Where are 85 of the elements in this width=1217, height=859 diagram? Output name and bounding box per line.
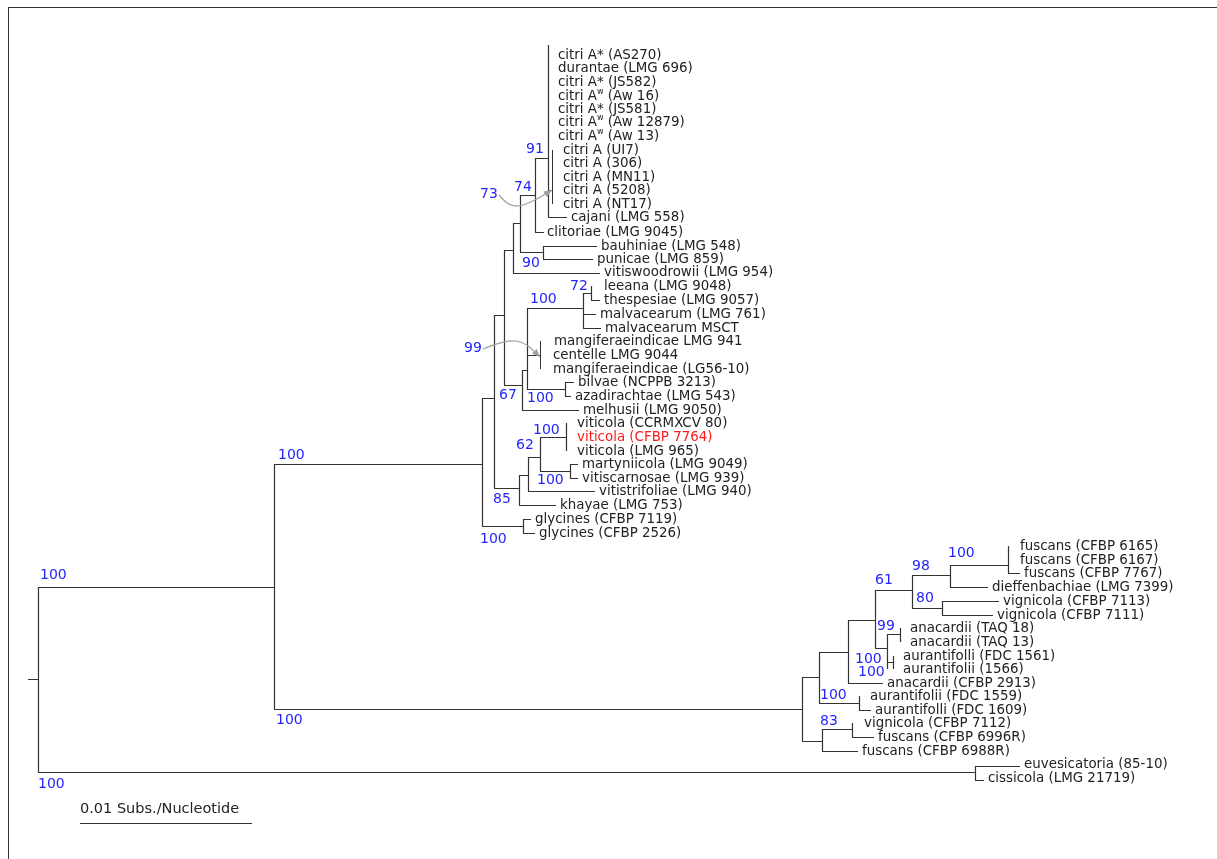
taxon-label: fuscans (CFBP 6988R) xyxy=(862,743,1010,758)
taxon-label: cajani (LMG 558) xyxy=(571,209,685,224)
taxon-label: vitistrifoliae (LMG 940) xyxy=(599,483,752,498)
bootstrap-value: 100 xyxy=(855,651,882,666)
taxon-label: dieffenbachiae (LMG 7399) xyxy=(992,579,1174,594)
taxon-label: anacardii (TAQ 13) xyxy=(910,634,1035,649)
taxon-label: viticola (CCRMXCV 80) xyxy=(577,415,728,430)
bootstrap-value: 74 xyxy=(514,179,532,194)
taxon-label: vitiscarnosae (LMG 939) xyxy=(582,470,745,485)
taxon-label: bilvae (NCPPB 3213) xyxy=(578,374,717,389)
taxon-label: fuscans (CFBP 6996R) xyxy=(878,729,1026,744)
taxon-label: bauhiniae (LMG 548) xyxy=(601,238,741,253)
bootstrap-value: 61 xyxy=(875,572,893,587)
taxon-label: citri A* (JS582) xyxy=(558,74,657,89)
taxon-label: glycines (CFBP 2526) xyxy=(539,525,682,540)
bootstrap-value: 85 xyxy=(493,491,511,506)
taxon-label: malvacearum (LMG 761) xyxy=(600,306,766,321)
taxon-label: citri A* (JS581) xyxy=(558,101,657,116)
bootstrap-value: 100 xyxy=(527,390,554,405)
taxon-label: anacardii (CFBP 2913) xyxy=(887,675,1037,690)
taxon-label: viticola (LMG 965) xyxy=(577,443,699,458)
bootstrap-value: 83 xyxy=(820,713,838,728)
taxon-label: azadirachtae (LMG 543) xyxy=(575,388,736,403)
bootstrap-value: 67 xyxy=(499,387,517,402)
bootstrap-value: 72 xyxy=(570,278,588,293)
taxon-label: euvesicatoria (85-10) xyxy=(1024,756,1168,771)
taxon-label: citri A (UI7) xyxy=(563,142,639,157)
branch-line xyxy=(552,150,554,204)
taxon-label: leeana (LMG 9048) xyxy=(604,278,732,293)
bootstrap-value: 100 xyxy=(480,531,507,546)
taxon-label: cissicola (LMG 21719) xyxy=(988,770,1136,785)
bootstrap-value: 62 xyxy=(516,437,534,452)
bootstrap-value: 100 xyxy=(948,545,975,560)
leader-line xyxy=(482,340,541,357)
taxon-label: citri A (5208) xyxy=(563,182,651,197)
leader-line xyxy=(498,189,553,207)
bootstrap-value: 100 xyxy=(276,712,303,727)
taxon-label: fuscans (CFBP 6165) xyxy=(1020,538,1159,553)
bootstrap-value: 100 xyxy=(537,472,564,487)
taxon-label: aurantifolii (FDC 1559) xyxy=(870,688,1023,703)
taxon-label: glycines (CFBP 7119) xyxy=(535,511,678,526)
taxon-label: punicae (LMG 859) xyxy=(597,251,724,266)
taxon-label: melhusii (LMG 9050) xyxy=(583,402,722,417)
taxon-label: martyniicola (LMG 9049) xyxy=(582,456,748,471)
taxon-label: citri A* (AS270) xyxy=(558,47,662,62)
taxon-label: citri A$^{w}$ (Aw 12879) xyxy=(558,114,685,129)
taxon-label: aurantifolli (FDC 1561) xyxy=(903,648,1056,663)
bootstrap-value: 80 xyxy=(916,590,934,605)
taxon-label: vignicola (CFBP 7111) xyxy=(997,607,1145,622)
taxon-label: centelle LMG 9044 xyxy=(553,347,679,362)
taxon-label: citri A$^{w}$ (Aw 16) xyxy=(558,88,660,103)
bootstrap-value: 100 xyxy=(38,776,65,791)
bootstrap-value: 98 xyxy=(912,558,930,573)
taxon-label: vignicola (CFBP 7112) xyxy=(864,715,1012,730)
bootstrap-value: 100 xyxy=(820,687,847,702)
bootstrap-value: 99 xyxy=(464,340,482,355)
taxon-label: vitiswoodrowii (LMG 954) xyxy=(604,264,774,279)
taxon-label: aurantifolli (FDC 1609) xyxy=(875,702,1028,717)
bootstrap-value: 100 xyxy=(40,567,67,582)
taxon-label: durantae (LMG 696) xyxy=(558,60,693,75)
taxon-label: citri A (MN11) xyxy=(563,169,656,184)
taxon-label: clitoriae (LMG 9045) xyxy=(547,224,684,239)
bootstrap-value: 100 xyxy=(858,664,885,679)
taxon-label: mangiferaeindicae LMG 941 xyxy=(554,333,743,348)
taxon-label: viticola (CFBP 7764) xyxy=(577,429,713,444)
taxon-label: vignicola (CFBP 7113) xyxy=(1003,593,1151,608)
bootstrap-value: 100 xyxy=(530,291,557,306)
taxon-label: citri A$^{w}$ (Aw 13) xyxy=(558,128,660,143)
taxon-label: thespesiae (LMG 9057) xyxy=(604,292,760,307)
taxon-label: fuscans (CFBP 7767) xyxy=(1024,565,1163,580)
taxon-label: mangiferaeindicae (LG56-10) xyxy=(553,361,750,376)
bootstrap-value: 100 xyxy=(533,422,560,437)
taxon-label: aurantifolii (1566) xyxy=(903,661,1024,676)
scale-label: 0.01 Subs./Nucleotide xyxy=(80,801,240,816)
bootstrap-value: 91 xyxy=(526,141,544,156)
bootstrap-value: 99 xyxy=(877,618,895,633)
taxon-label: citri A (306) xyxy=(563,155,643,170)
branch-line xyxy=(540,341,542,369)
taxon-label: fuscans (CFBP 6167) xyxy=(1020,552,1159,567)
bootstrap-value: 73 xyxy=(480,186,498,201)
bootstrap-value: 90 xyxy=(522,255,540,270)
bootstrap-value: 100 xyxy=(278,447,305,462)
taxon-label: citri A (NT17) xyxy=(563,196,652,211)
taxon-label: khayae (LMG 753) xyxy=(560,497,683,512)
taxon-label: malvacearum MSCT xyxy=(605,320,739,335)
